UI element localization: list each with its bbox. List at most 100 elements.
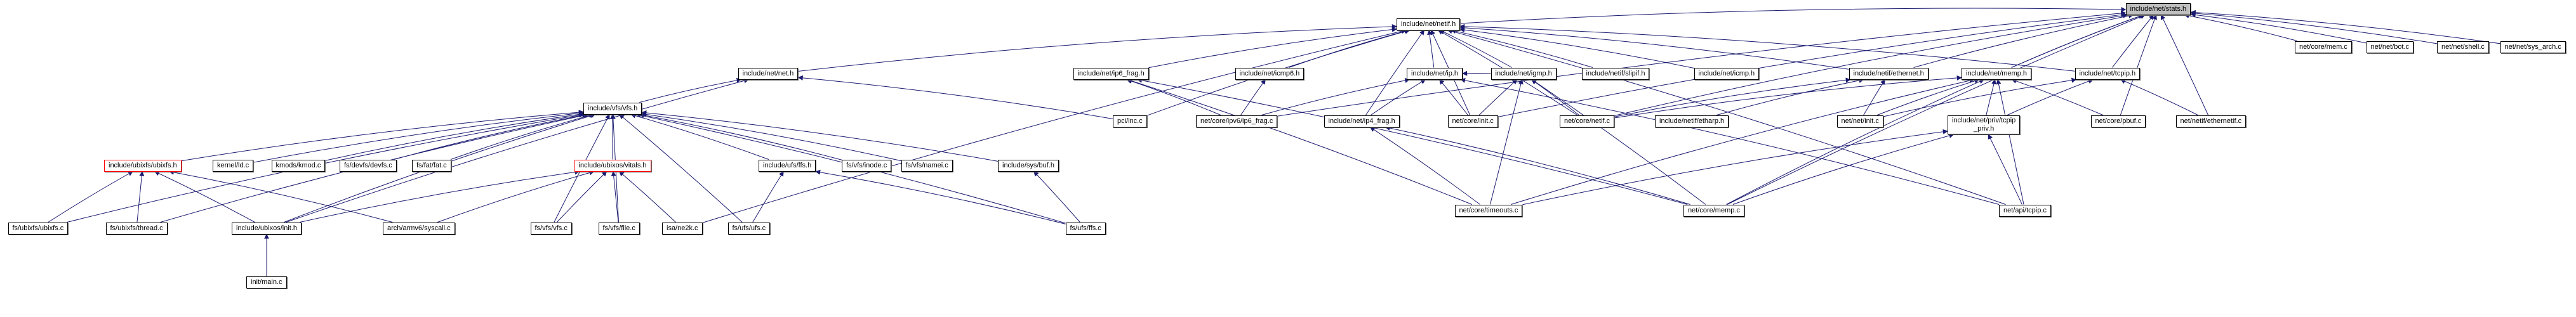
- graph-node-memp-c[interactable]: net/core/memp.c: [1683, 204, 1744, 217]
- graph-node-tcpip-h[interactable]: include/net/tcpip.h: [2075, 67, 2141, 80]
- edge-core-netif-c-to-ethernet-h: [1614, 77, 1851, 117]
- edge-ethernet-h-to-stats-h: [1913, 13, 2134, 68]
- graph-node-tcpip-c[interactable]: net/api/tcpip.c: [1999, 204, 2051, 217]
- edge-core-init-c-to-igmp-h: [1478, 79, 1518, 115]
- graph-node-devfs-c[interactable]: fs/devfs/devfs.c: [340, 159, 397, 172]
- edge-core-netif-c-to-igmp-h: [1531, 79, 1579, 115]
- edge-init-h-to-vitals-h: [300, 169, 580, 223]
- graph-node-etharp-h[interactable]: include/netif/etharp.h: [1655, 115, 1729, 127]
- graph-node-pbuf-c[interactable]: net/core/pbuf.c: [2090, 115, 2146, 127]
- edge-netif-h-to-stats-h: [1459, 6, 2127, 24]
- graph-node-init-h[interactable]: include/ubixos/init.h: [232, 222, 302, 235]
- graph-node-vfs-c[interactable]: fs/vfs/vfs.c: [530, 222, 572, 235]
- edge-core-netif-c-to-memp-h: [1614, 75, 1962, 119]
- graph-node-ip4-frag-h[interactable]: include/net/ip4_frag.h: [1324, 115, 1400, 127]
- graph-node-pci-lnc-c[interactable]: pci/lnc.c: [1113, 115, 1147, 127]
- graph-node-tcpip-priv-h[interactable]: include/net/priv/tcpip _priv.h: [1948, 115, 2021, 134]
- graph-node-ffs-c[interactable]: fs/ufs/ffs.c: [1065, 222, 1106, 235]
- edge-bot-c-to-stats-h: [2190, 12, 2367, 44]
- graph-node-ld-c[interactable]: kernel/ld.c: [213, 159, 254, 172]
- edge-ne2k-c-to-vitals-h: [618, 171, 676, 223]
- edge-ethernetif-c-to-tcpip-h: [2120, 79, 2198, 115]
- graph-node-stats-h: include/net/stats.h: [2125, 3, 2191, 15]
- edge-ip4-frag-h-to-ip-h: [1371, 79, 1426, 115]
- graph-node-net-h[interactable]: include/net/net.h: [738, 67, 799, 80]
- edge-tcpip-priv-h-to-tcpip-h: [2006, 79, 2094, 116]
- edge-layer: [48, 6, 2500, 276]
- edge-tcpip-c-to-netif-h: [1447, 29, 2006, 205]
- edge-sys-arch-c-to-stats-h: [2190, 10, 2500, 44]
- edge-syscall-c-to-ubixfs-h: [168, 169, 393, 223]
- graph-node-icmp6-h[interactable]: include/net/icmp6.h: [1235, 67, 1305, 80]
- graph-node-igmp-h[interactable]: include/net/igmp.h: [1490, 67, 1557, 80]
- edge-timeouts-c-to-tcpip-priv-h: [1522, 129, 1948, 205]
- graph-node-core-init-c[interactable]: net/core/init.c: [1447, 115, 1498, 127]
- graph-node-netif-h[interactable]: include/net/netif.h: [1397, 18, 1461, 30]
- edge-ip4-frag-h-to-netif-h: [1365, 29, 1424, 115]
- edge-pci-lnc-c-to-net-h: [797, 75, 1113, 119]
- edge-pbuf-c-to-memp-h: [2011, 79, 2103, 115]
- edge-slipif-h-to-netif-h: [1451, 29, 1593, 68]
- graph-node-kmod-c[interactable]: kmods/kmod.c: [271, 159, 326, 172]
- graph-node-ip6-frag-h[interactable]: include/net/ip6_frag.h: [1073, 67, 1149, 80]
- edge-core-netif-c-to-stats-h: [1614, 13, 2128, 117]
- graph-node-file-c[interactable]: fs/vfs/file.c: [598, 222, 640, 235]
- edge-net-h-to-netif-h: [798, 24, 1397, 72]
- edge-ip6-frag-c-to-ip6-frag-h: [1126, 79, 1221, 115]
- edge-init-h-to-ubixfs-h: [154, 171, 255, 223]
- edge-memp-c-to-tcpip-priv-h: [1732, 133, 1955, 205]
- graph-node-ubixfs-c[interactable]: fs/ubixfs/ubixfs.c: [8, 222, 69, 235]
- edge-etharp-h-to-ethernet-h: [1716, 78, 1864, 115]
- graph-node-net-init-c[interactable]: net/net/init.c: [1836, 115, 1883, 127]
- graph-node-slipif-h[interactable]: include/netif/slipif.h: [1581, 67, 1650, 80]
- graph-node-ethernet-h[interactable]: include/netif/ethernet.h: [1849, 67, 1929, 80]
- edge-memp-c-to-ip6-frag-h: [1136, 77, 1688, 205]
- edge-timeouts-c-to-ip4-frag-h: [1369, 127, 1480, 205]
- edge-tcpip-priv-h-to-memp-h: [1986, 79, 1996, 116]
- edge-net-init-c-to-tcpip-h: [1883, 77, 2077, 117]
- edge-memp-c-to-memp-h: [1726, 79, 1985, 205]
- graph-node-bot-c[interactable]: net/net/bot.c: [2366, 41, 2414, 53]
- edge-ffs-c-to-buf-h: [1033, 171, 1080, 223]
- edge-ubixfs-h-to-vfs-h: [181, 110, 584, 162]
- edge-buf-h-to-vfs-h: [641, 110, 999, 162]
- edge-ip6-frag-c-to-ip-h: [1261, 77, 1411, 115]
- edge-vfs-c-to-vitals-h: [556, 171, 607, 223]
- edge-thread-c-to-ubixfs-h: [136, 171, 145, 223]
- edge-ffs-h-to-vfs-h: [630, 113, 769, 160]
- graph-node-sys-arch-c[interactable]: net/net/sys_arch.c: [2500, 41, 2566, 53]
- graph-node-fat-c[interactable]: fs/fat/fat.c: [412, 159, 451, 172]
- graph-node-ip-h[interactable]: include/net/ip.h: [1407, 67, 1463, 80]
- graph-node-timeouts-c[interactable]: net/core/timeouts.c: [1454, 204, 1523, 217]
- graph-node-core-netif-c[interactable]: net/core/netif.c: [1560, 115, 1615, 127]
- edge-syscall-c-to-vitals-h: [437, 170, 595, 223]
- edge-shell-c-to-stats-h: [2190, 11, 2438, 44]
- graph-node-ubixfs-h[interactable]: include/ubixfs/ubixfs.h: [104, 159, 182, 172]
- edge-memp-c-to-stats-h: [1727, 14, 2146, 205]
- graph-node-namei-c[interactable]: fs/vfs/namei.c: [901, 159, 953, 172]
- graph-node-core-mem-c[interactable]: net/core/mem.c: [2295, 41, 2352, 53]
- edge-ufs-c-to-vfs-h: [619, 113, 743, 223]
- graph-node-thread-c[interactable]: fs/ubixfs/thread.c: [105, 222, 168, 235]
- graph-node-ffs-h[interactable]: include/ufs/ffs.h: [759, 159, 816, 172]
- graph-node-syscall-c[interactable]: arch/armv6/syscall.c: [383, 222, 455, 235]
- graph-node-buf-h[interactable]: include/sys/buf.h: [998, 159, 1059, 172]
- edge-timeouts-c-to-memp-h: [1511, 78, 1975, 205]
- graph-node-memp-h[interactable]: include/net/memp.h: [1962, 67, 2031, 80]
- graph-node-ufs-c[interactable]: fs/ufs/ufs.c: [727, 222, 771, 235]
- edge-pbuf-c-to-stats-h: [2120, 14, 2157, 115]
- edge-timeouts-c-to-ip6-frag-h: [1127, 78, 1473, 205]
- edge-ubixfs-c-to-vfs-h: [67, 112, 585, 223]
- graph-node-vitals-h[interactable]: include/ubixos/vitals.h: [574, 159, 651, 172]
- edge-ip6-frag-c-to-stats-h: [1277, 10, 2127, 117]
- graph-node-shell-c[interactable]: net/net/shell.c: [2437, 41, 2489, 53]
- graph-node-inode-c[interactable]: fs/vfs/inode.c: [842, 159, 892, 172]
- graph-node-vfs-h[interactable]: include/vfs/vfs.h: [583, 102, 642, 115]
- graph-node-icmp-h[interactable]: include/net/icmp.h: [1694, 67, 1760, 80]
- graph-node-ne2k-c[interactable]: isa/ne2k.c: [662, 222, 703, 235]
- edge-namei-c-to-vfs-h: [641, 112, 901, 162]
- graph-node-ip6-frag-c[interactable]: net/core/ipv6/ip6_frag.c: [1196, 115, 1278, 127]
- edge-core-init-c-to-stats-h: [1497, 12, 2127, 118]
- graph-node-main-c[interactable]: init/main.c: [246, 276, 287, 288]
- graph-node-ethernetif-c[interactable]: net/netif/ethernetif.c: [2175, 115, 2247, 127]
